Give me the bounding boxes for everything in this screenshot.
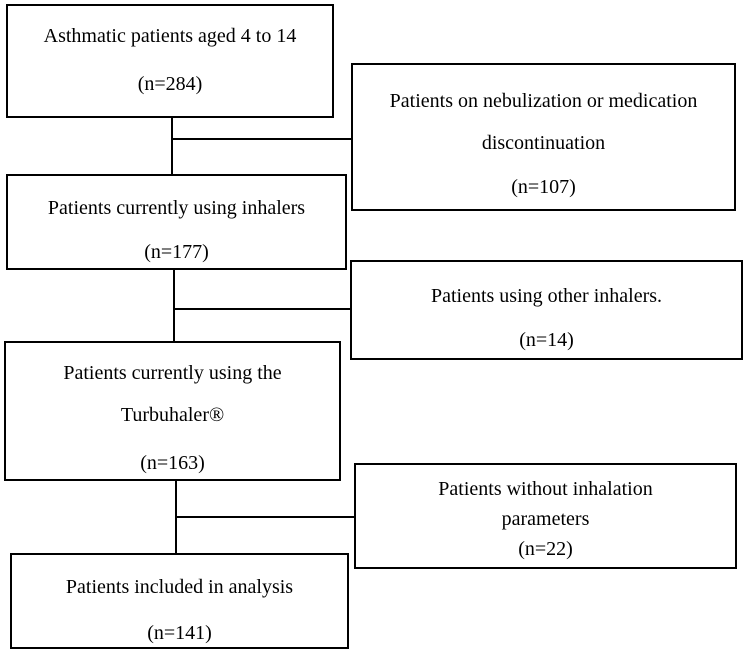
connector-exclusion1 <box>171 138 352 140</box>
step-title-line1: Patients currently using the <box>63 362 282 384</box>
step-title: Patients currently using inhalers <box>47 197 306 219</box>
connector-step2-step3 <box>173 268 175 342</box>
exclusion-count: (n=22) <box>518 538 573 560</box>
flow-step-using-turbuhaler: Patients currently using the Turbuhaler®… <box>4 341 341 481</box>
exclusion-other-inhalers: Patients using other inhalers. (n=14) <box>350 260 743 360</box>
exclusion-title-line2: parameters <box>501 508 590 530</box>
exclusion-title-line2: discontinuation <box>481 132 606 154</box>
step-count: (n=141) <box>147 622 212 644</box>
step-title: Patients included in analysis <box>65 576 294 598</box>
step-title: Asthmatic patients aged 4 to 14 <box>43 25 297 47</box>
exclusion-count: (n=14) <box>519 329 574 351</box>
connector-exclusion3 <box>175 516 355 518</box>
step-title-line2: Turbuhaler® <box>120 404 225 426</box>
exclusion-title-line1: Patients without inhalation <box>438 478 653 500</box>
exclusion-title: Patients using other inhalers. <box>430 285 663 307</box>
step-count: (n=284) <box>137 73 203 95</box>
exclusion-nebulization: Patients on nebulization or medication d… <box>351 63 736 211</box>
connector-step1-step2 <box>171 117 173 175</box>
flow-step-asthmatic-patients: Asthmatic patients aged 4 to 14 (n=284) <box>6 4 334 118</box>
connector-exclusion2 <box>173 308 351 310</box>
exclusion-count: (n=107) <box>511 176 576 198</box>
flow-step-using-inhalers: Patients currently using inhalers (n=177… <box>6 174 347 270</box>
exclusion-no-inhalation-parameters: Patients without inhalation parameters (… <box>354 463 737 569</box>
flow-step-included-in-analysis: Patients included in analysis (n=141) <box>10 553 349 649</box>
step-count: (n=177) <box>144 241 209 263</box>
exclusion-title-line1: Patients on nebulization or medication <box>389 90 698 112</box>
step-count: (n=163) <box>140 452 205 474</box>
